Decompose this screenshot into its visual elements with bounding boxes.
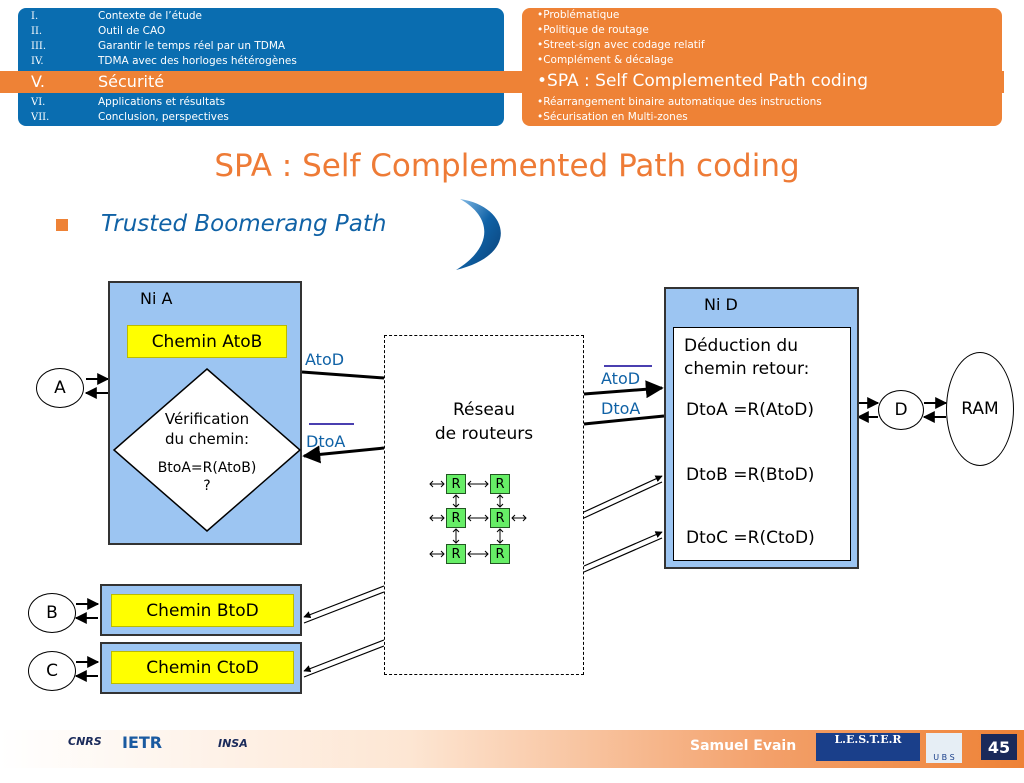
outline-number: I.: [31, 11, 39, 22]
outline-number: VI.: [31, 97, 46, 108]
ubs-logo: U B S: [926, 733, 962, 763]
network-label-2: de routeurs: [434, 424, 534, 444]
outline-number: II.: [31, 26, 43, 37]
node-d: D: [878, 390, 924, 430]
outline-label: Applications et résultats: [98, 96, 226, 108]
outline-number: V.: [31, 72, 45, 91]
insa-logo: INSA: [218, 737, 248, 750]
node-b: B: [28, 593, 76, 633]
subsection-panel: [522, 8, 1002, 126]
footer-author: Samuel Evain: [690, 738, 797, 754]
subsection-item[interactable]: •Problématique: [537, 9, 620, 21]
path-ctod-box: Chemin CtoD: [111, 651, 294, 684]
equation-dtob: DtoB =R(BtoD): [686, 465, 815, 485]
deduction-text-2: chemin retour:: [684, 359, 810, 379]
router-network-box: [384, 335, 584, 675]
outline-panel: [18, 8, 504, 126]
decision-text-3: BtoA=R(AtoB): [157, 460, 257, 476]
network-label-1: Réseau: [452, 400, 515, 420]
router-node: R: [490, 474, 510, 494]
router-node: R: [490, 508, 510, 528]
return-path-deduction-box: [673, 327, 851, 561]
bullet-text: Trusted Boomerang Path: [101, 211, 387, 237]
equation-dtoc: DtoC =R(CtoD): [686, 528, 815, 548]
router-node: R: [446, 508, 466, 528]
outline-label: Garantir le temps réel par un TDMA: [98, 40, 286, 52]
node-a: A: [36, 368, 84, 408]
ni-d-title: Ni D: [704, 295, 738, 314]
decision-text-2: du chemin:: [164, 430, 250, 448]
bullet-marker: [56, 219, 68, 231]
ram-node: RAM: [946, 352, 1014, 466]
decision-text-1: Vérification: [164, 410, 250, 428]
deduction-text-1: Déduction du: [684, 336, 798, 356]
outline-label: TDMA avec des horloges hétérogènes: [98, 55, 297, 67]
router-node: R: [490, 544, 510, 564]
cnrs-logo: CNRS: [68, 735, 102, 748]
outline-number: IV.: [31, 56, 44, 67]
link-label-atod-left: AtoD: [305, 350, 345, 369]
ni-a-title: Ni A: [140, 289, 173, 308]
subsection-item[interactable]: •Street-sign avec codage relatif: [537, 39, 705, 51]
link-label-dtoa-right: DtoA: [601, 399, 641, 418]
outline-number: III.: [31, 41, 47, 52]
boomerang-icon: [456, 199, 501, 270]
verification-decision-diamond: [112, 368, 302, 532]
router-mesh-links: [429, 480, 527, 558]
subsection-item[interactable]: •Réarrangement binaire automatique des i…: [537, 96, 822, 108]
router-node: R: [446, 474, 466, 494]
router-node: R: [446, 544, 466, 564]
node-c: C: [28, 651, 76, 691]
link-label-atod-right: AtoD: [601, 369, 641, 388]
lester-logo: L.E.S.T.E.R: [816, 733, 920, 761]
ietr-logo: IETR: [122, 733, 163, 752]
decision-text-4: ?: [203, 478, 211, 494]
outline-label: Sécurité: [98, 72, 165, 91]
outline-label: Contexte de l’étude: [98, 10, 203, 22]
equation-dtoa: DtoA =R(AtoD): [686, 400, 814, 420]
outline-label: Conclusion, perspectives: [98, 111, 229, 123]
link-label-dtoa-left: DtoA: [306, 432, 346, 451]
path-atob-box: Chemin AtoB: [127, 325, 287, 358]
subsection-item[interactable]: •Politique de routage: [537, 24, 649, 36]
page-number: 45: [981, 734, 1017, 760]
subsection-item-current[interactable]: •SPA : Self Complemented Path coding: [537, 71, 869, 91]
outline-number: VII.: [31, 112, 50, 123]
slide-title: SPA : Self Complemented Path coding: [214, 148, 800, 184]
path-btod-box: Chemin BtoD: [111, 594, 294, 627]
subsection-item[interactable]: •Complément & décalage: [537, 54, 674, 66]
current-section-highlight: [0, 71, 1004, 93]
subsection-item[interactable]: •Sécurisation en Multi-zones: [537, 111, 688, 123]
outline-label: Outil de CAO: [98, 25, 166, 37]
